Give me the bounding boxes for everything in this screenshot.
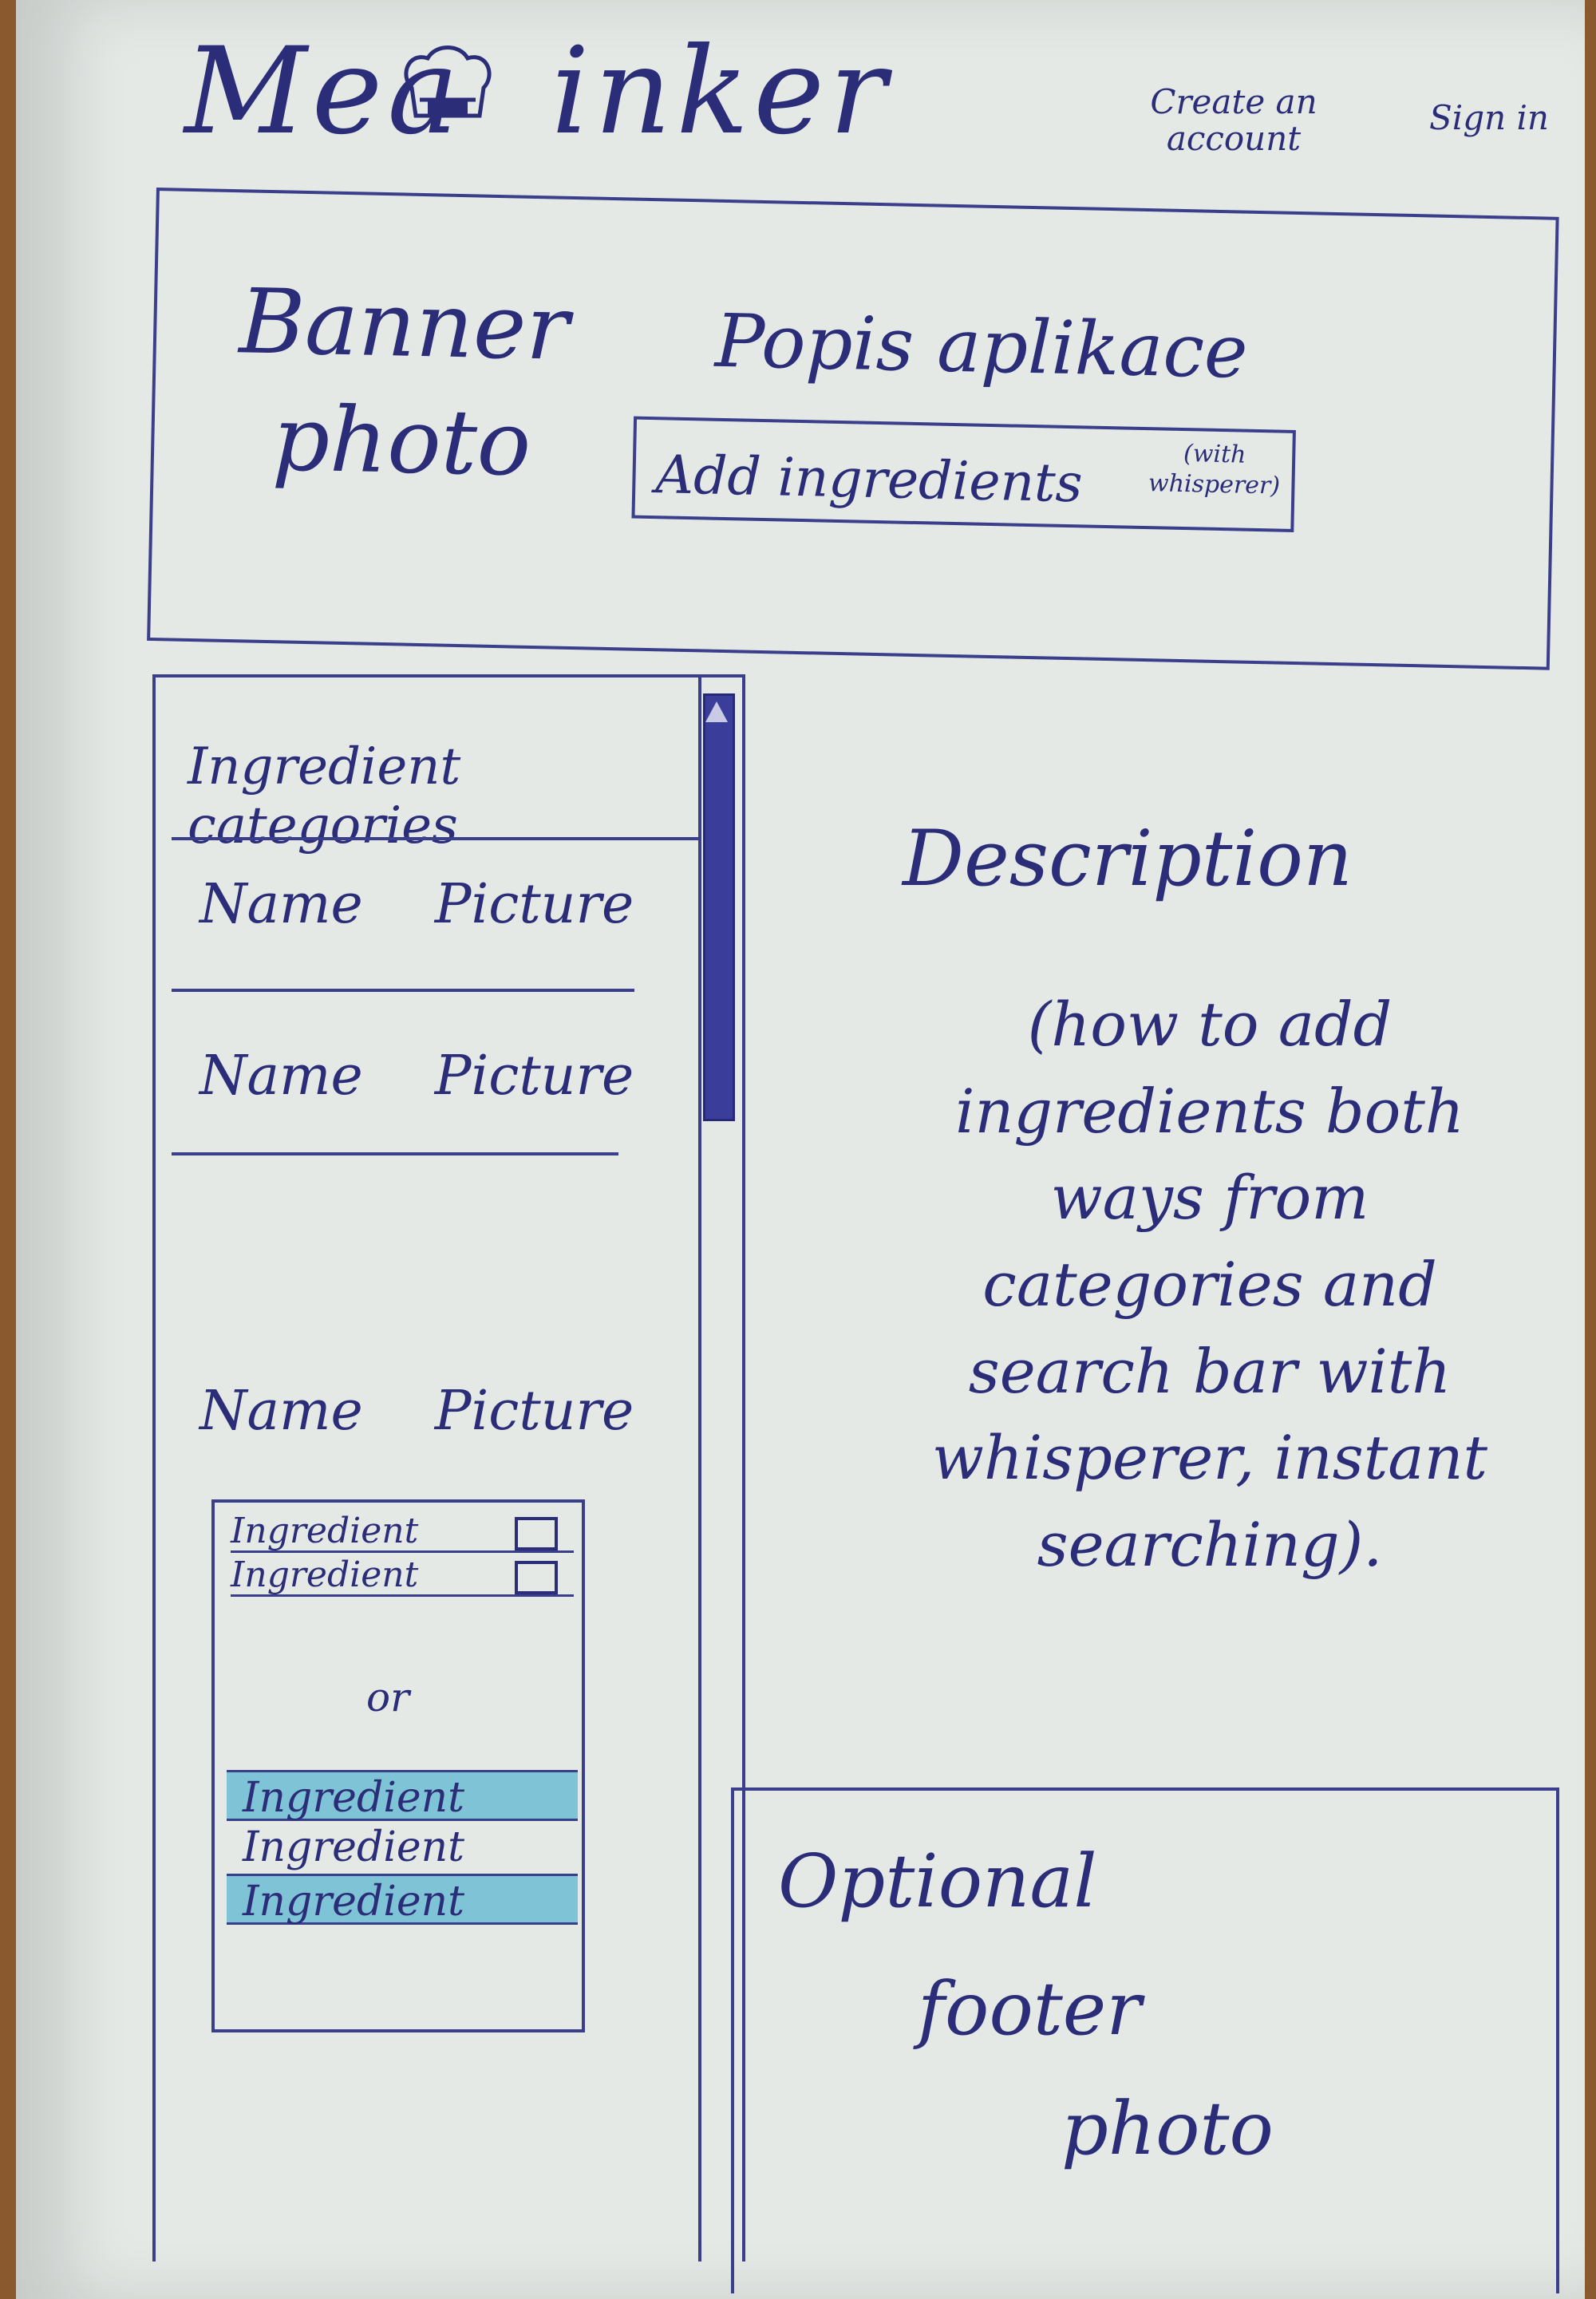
ingredient-list: Ingredient Ingredient or Ingredient Ingr…	[211, 1499, 585, 2032]
sign-in-link[interactable]: Sign in	[1429, 98, 1549, 137]
add-ingredients-button[interactable]: Add ingredients (with whisperer)	[631, 416, 1296, 532]
title-divider	[172, 837, 698, 840]
footer-label-line3: photo	[1061, 2086, 1274, 2171]
category-name: Name	[200, 1380, 363, 1443]
alternative-separator: or	[366, 1674, 410, 1720]
category-picture: Picture	[434, 1045, 634, 1108]
create-account-link[interactable]: Create an account	[1150, 82, 1317, 159]
description-text: (how to add ingredients both ways from c…	[931, 989, 1488, 1581]
chef-hat-icon	[404, 45, 492, 118]
app-description: Popis aplikace	[714, 298, 1249, 395]
ingredient-label: Ingredient	[231, 1554, 419, 1595]
panel-title: Ingredient categories	[188, 737, 461, 855]
category-item[interactable]: Name Picture	[200, 1045, 705, 1108]
ingredient-option-selected[interactable]: Ingredient	[227, 1874, 578, 1926]
ingredient-option[interactable]: Ingredient	[243, 1823, 465, 1871]
footer-label-line1: Optional	[778, 1839, 1097, 1924]
description-heading: Description	[903, 814, 1353, 903]
ingredient-option-selected[interactable]: Ingredient	[227, 1770, 578, 1822]
ingredient-checkbox[interactable]	[515, 1517, 558, 1550]
footer-label-line2: footer	[918, 1966, 1142, 2052]
banner-photo-label: Banner photo	[238, 270, 571, 496]
category-picture: Picture	[434, 873, 634, 936]
ingredient-label: Ingredient	[231, 1511, 419, 1551]
whisperer-note: (with whisperer)	[1148, 440, 1281, 500]
footer-photo: Optional footer photo	[731, 1787, 1559, 2293]
scroll-up-arrow-icon[interactable]	[705, 701, 728, 722]
scrollbar-thumb[interactable]	[703, 693, 735, 1121]
logo-text-end: inker	[551, 22, 891, 161]
ingredient-checkbox-row[interactable]: Ingredient	[231, 1554, 574, 1597]
category-name: Name	[200, 1045, 363, 1108]
row-divider	[172, 989, 634, 992]
category-item[interactable]: Name Picture	[200, 873, 705, 936]
category-picture: Picture	[434, 1380, 634, 1443]
scrollbar-track[interactable]	[698, 677, 733, 2261]
ingredient-checkbox[interactable]	[515, 1561, 558, 1594]
category-name: Name	[200, 873, 363, 936]
add-ingredients-label: Add ingredients	[654, 444, 1084, 515]
row-divider	[172, 1152, 618, 1155]
banner-photo: Banner photo Popis aplikace Add ingredie…	[147, 188, 1559, 670]
category-item-expanded[interactable]: Name Picture	[200, 1380, 705, 1443]
ingredient-checkbox-row[interactable]: Ingredient	[231, 1511, 574, 1553]
